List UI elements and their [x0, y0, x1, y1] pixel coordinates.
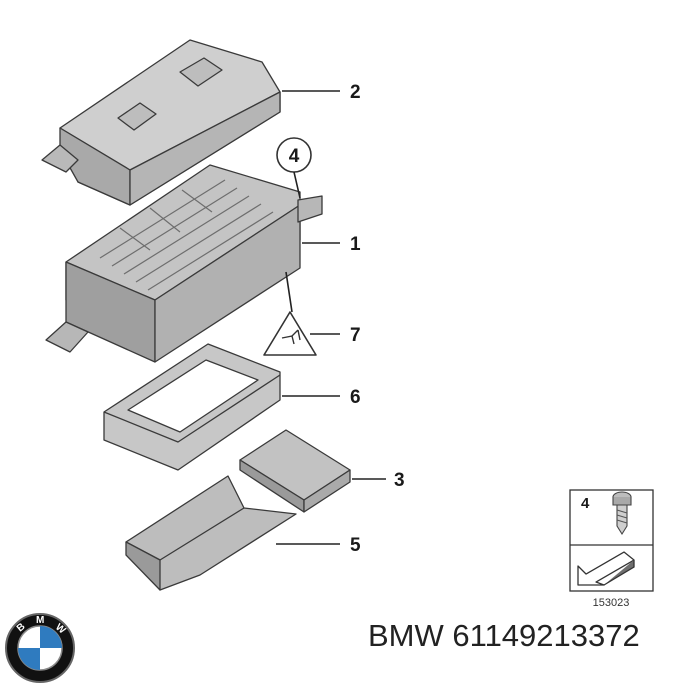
callout-5-label: 5 [350, 535, 361, 556]
inset-part-number: 4 [581, 495, 590, 512]
callout-3-label: 3 [394, 470, 405, 491]
callout-2-label: 2 [350, 82, 361, 103]
callout-3: 3 [352, 470, 405, 491]
callout-1: 1 [302, 234, 361, 255]
screw-icon [612, 491, 632, 536]
callout-7-label: 7 [350, 325, 361, 346]
plug-icon [281, 329, 301, 345]
callout-6: 6 [282, 387, 361, 408]
callout-7: 7 [285, 271, 361, 346]
bmw-logo: B M W [5, 613, 75, 683]
part-cover [41, 39, 281, 206]
part-tray [125, 475, 297, 591]
brand-name: BMW [368, 618, 444, 653]
callout-circle-4: 4 [276, 137, 312, 199]
inset-code: 153023 [593, 597, 630, 609]
callout-5: 5 [276, 535, 361, 556]
brand-part-number-line: BMW 61149213372 [368, 618, 698, 654]
part-number: 61149213372 [452, 618, 640, 653]
part-frame [103, 343, 281, 471]
callout-6-label: 6 [350, 387, 361, 408]
part-warning-label [263, 311, 317, 356]
svg-text:M: M [36, 615, 44, 626]
callout-1-label: 1 [350, 234, 361, 255]
arrow-icon [577, 551, 635, 586]
inset-box: 4 153023 [569, 489, 654, 609]
exploded-parts-diagram: 4 2 1 7 6 3 5 [41, 39, 654, 609]
part-module [239, 429, 351, 513]
callout-4-label: 4 [289, 146, 300, 167]
callout-2: 2 [282, 82, 361, 103]
part-fuse-box [45, 164, 323, 363]
